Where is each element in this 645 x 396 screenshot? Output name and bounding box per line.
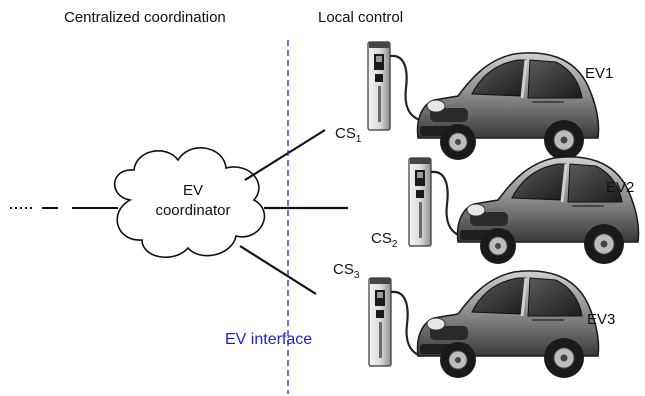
electric-vehicle-1-icon	[416, 51, 601, 162]
ev-coordinator-cloud	[113, 147, 266, 258]
cs1-name: CS	[335, 125, 356, 142]
cs2-subscript: 2	[391, 239, 398, 250]
ev-interface-label: EV interface	[225, 331, 313, 348]
electric-vehicle-2-icon	[456, 155, 641, 266]
branch-line-cs3	[239, 245, 317, 295]
ev1-label: EV1	[585, 65, 614, 82]
cs3-name: CS	[333, 261, 354, 278]
ev-coordinator-line2: coordinator	[155, 202, 231, 219]
ev-coordinator-label: EV coordinator	[139, 181, 247, 221]
cs1-label: CS1	[335, 125, 361, 145]
local-control-heading: Local control	[318, 9, 404, 26]
ev3-label: EV3	[587, 311, 616, 328]
cs3-subscript: 3	[353, 270, 360, 281]
cs2-name: CS	[371, 230, 392, 247]
cs2-label: CS2	[371, 230, 397, 250]
cs3-label: CS3	[333, 261, 359, 281]
charging-station-3-icon	[367, 276, 423, 368]
cs1-subscript: 1	[355, 134, 362, 145]
centralized-coordination-heading: Centralized coordination	[64, 9, 226, 26]
ev2-label: EV2	[606, 179, 635, 196]
electric-vehicle-3-icon	[416, 269, 601, 380]
charging-station-2-icon	[407, 156, 463, 248]
charging-station-1-icon	[366, 40, 422, 132]
ev-coordinator-line1: EV	[182, 182, 203, 199]
branch-line-cs1	[244, 129, 326, 181]
